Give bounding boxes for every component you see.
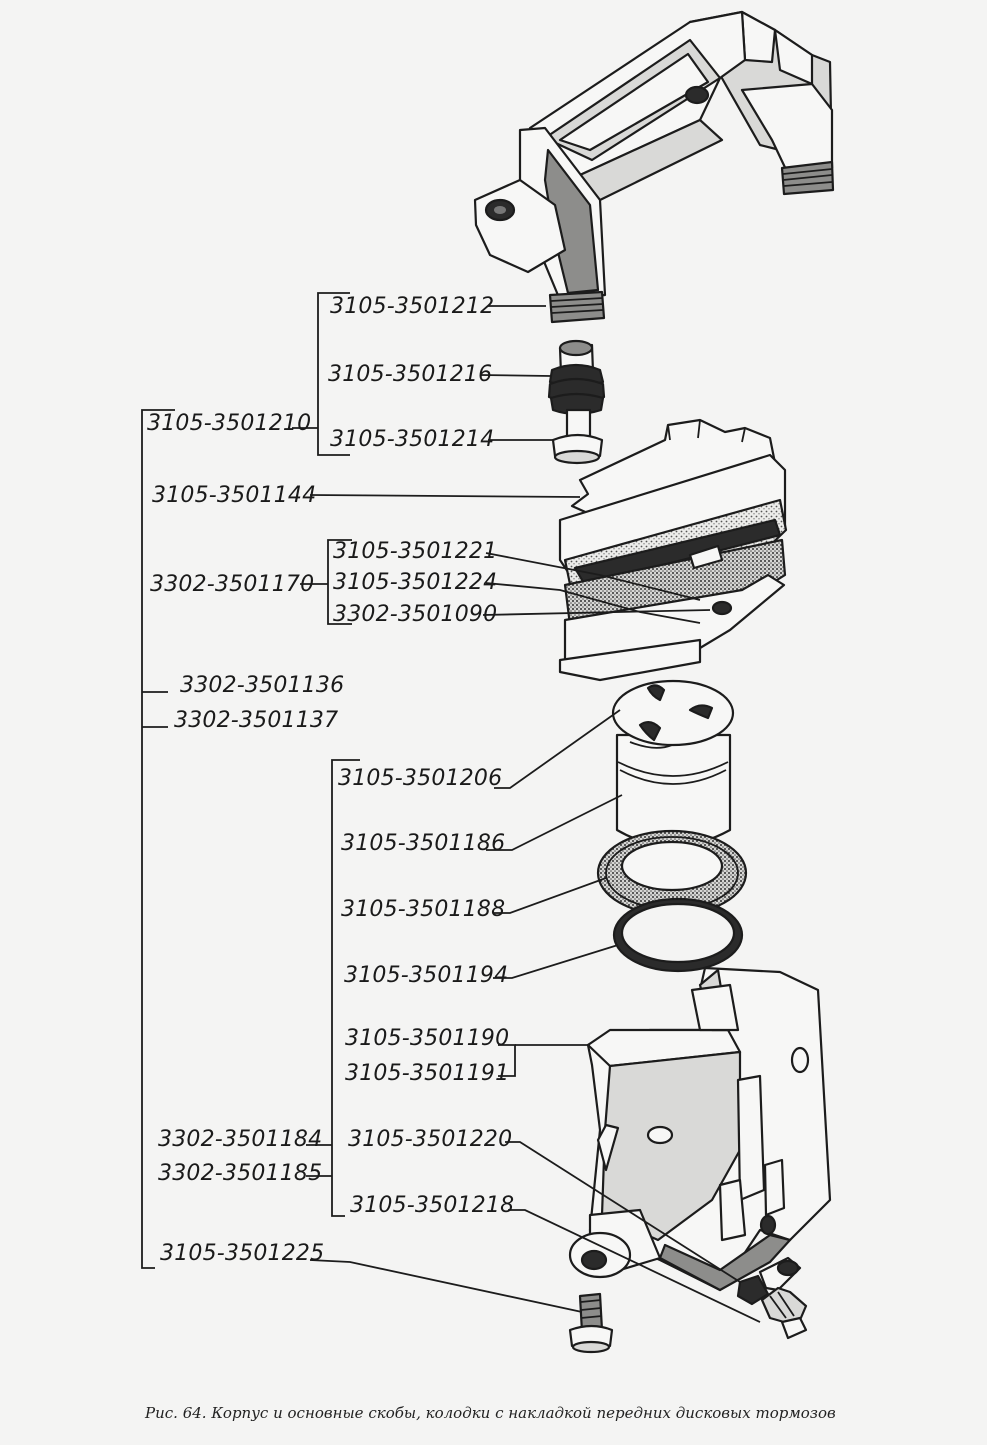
guide-bracket-part — [473, 10, 835, 324]
label-3105-3501214: 3105-3501214 — [330, 427, 494, 452]
label-3105-3501221: 3105-3501221 — [333, 539, 497, 564]
label-3105-3501224: 3105-3501224 — [333, 570, 497, 595]
label-3302-3501185: 3302-3501185 — [158, 1161, 322, 1186]
label-3105-3501188: 3105-3501188 — [341, 897, 505, 922]
label-3105-3501225: 3105-3501225 — [160, 1241, 324, 1266]
label-3105-3501144: 3105-3501144 — [152, 483, 316, 508]
label-3105-3501186: 3105-3501186 — [341, 831, 505, 856]
label-3105-3501220: 3105-3501220 — [348, 1127, 512, 1152]
label-3105-3501191: 3105-3501191 — [345, 1061, 509, 1086]
brake-pads-part — [558, 453, 788, 682]
guide-pin-part — [547, 339, 606, 465]
label-3302-3501137: 3302-3501137 — [174, 708, 338, 733]
label-3302-3501136: 3302-3501136 — [180, 673, 344, 698]
caliper-housing-part — [568, 966, 832, 1292]
figure-caption: Рис. 64. Корпус и основные скобы, колодк… — [144, 1404, 836, 1422]
label-3105-3501218: 3105-3501218 — [350, 1193, 514, 1218]
leader-lines — [141, 292, 761, 1323]
label-3105-3501210: 3105-3501210 — [147, 411, 311, 436]
piston-part — [611, 679, 735, 848]
part-labels: 3105-3501212 3105-3501216 3105-3501210 3… — [147, 294, 514, 1266]
label-3105-3501194: 3105-3501194 — [344, 963, 508, 988]
label-3302-3501184: 3302-3501184 — [158, 1127, 322, 1152]
label-3105-3501216: 3105-3501216 — [328, 362, 492, 387]
label-3105-3501206: 3105-3501206 — [338, 766, 502, 791]
dust-boot-part — [596, 829, 748, 917]
seal-ring-part — [612, 897, 744, 973]
label-3302-3501170: 3302-3501170 — [150, 572, 314, 597]
bolt-part — [568, 1292, 614, 1354]
label-3105-3501212: 3105-3501212 — [330, 294, 494, 319]
label-3302-3501090: 3302-3501090 — [333, 602, 497, 627]
bleeder-valve-part — [736, 1256, 808, 1340]
label-3105-3501190: 3105-3501190 — [345, 1026, 509, 1051]
